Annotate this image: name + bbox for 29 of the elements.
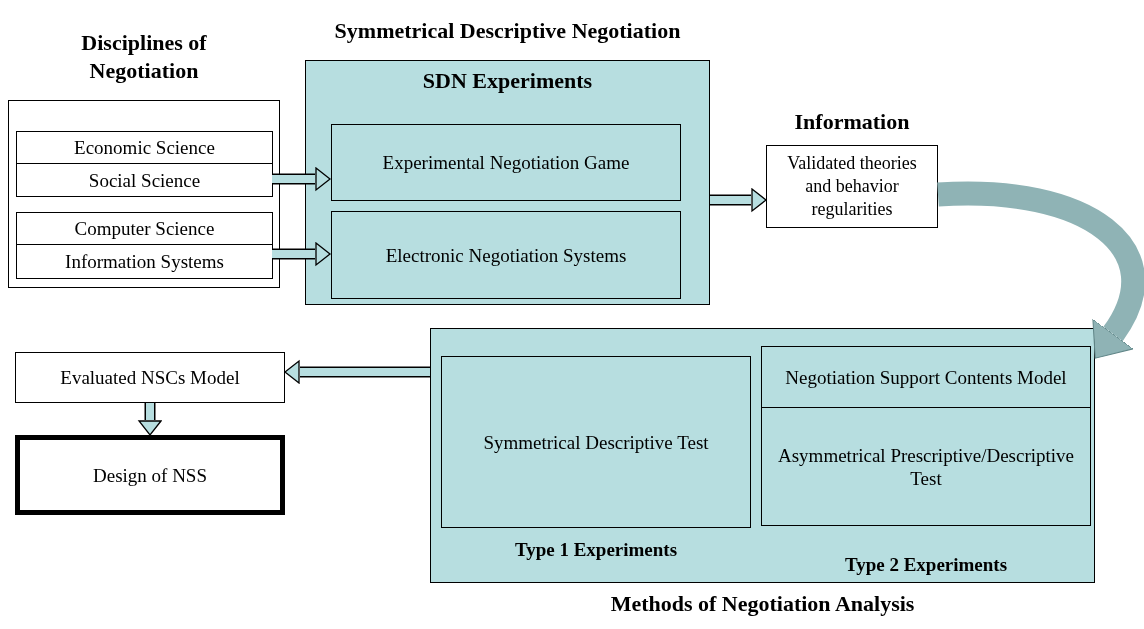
curved-arrow [937,181,1144,361]
process-box [16,163,273,197]
box-heading: Disciplines of Negotiation [80,29,208,85]
process-box [16,131,273,164]
box-label: Design of NSS [92,463,208,487]
box-label: Evaluated NSCs Model [59,366,241,389]
shaded-box [331,124,681,201]
process-box [15,435,285,515]
box-heading: Information [794,108,910,136]
box-label: Electronic Negotiation Systems [384,243,628,267]
box-heading: Symmetrical Descriptive Negotiation [334,17,681,45]
box-label: Computer Science [73,217,216,240]
box-heading: SDN Experiments [421,67,594,95]
process-box [15,352,285,403]
box-caption: Type 2 Experiments [844,554,1008,576]
box-heading: Methods of Negotiation Analysis [610,590,915,618]
box-label: Economic Science [73,136,216,159]
box-label: Validated theories and behavior regularities [786,152,918,221]
box-label: Experimental Negotiation Game [381,151,631,174]
box-label: Social Science [87,168,202,192]
shaded-box [331,211,681,299]
box-label: Information Systems [64,250,225,273]
box-caption: Type 1 Experiments [514,539,678,561]
box-label: Negotiation Support Contents Model [784,365,1068,389]
shaded-box [761,346,1091,408]
box-label: Symmetrical Descriptive Test [482,430,710,454]
process-box [16,212,273,245]
process-box [16,244,273,279]
box-label: Asymmetrical Prescriptive/Descriptive Test [777,443,1075,490]
